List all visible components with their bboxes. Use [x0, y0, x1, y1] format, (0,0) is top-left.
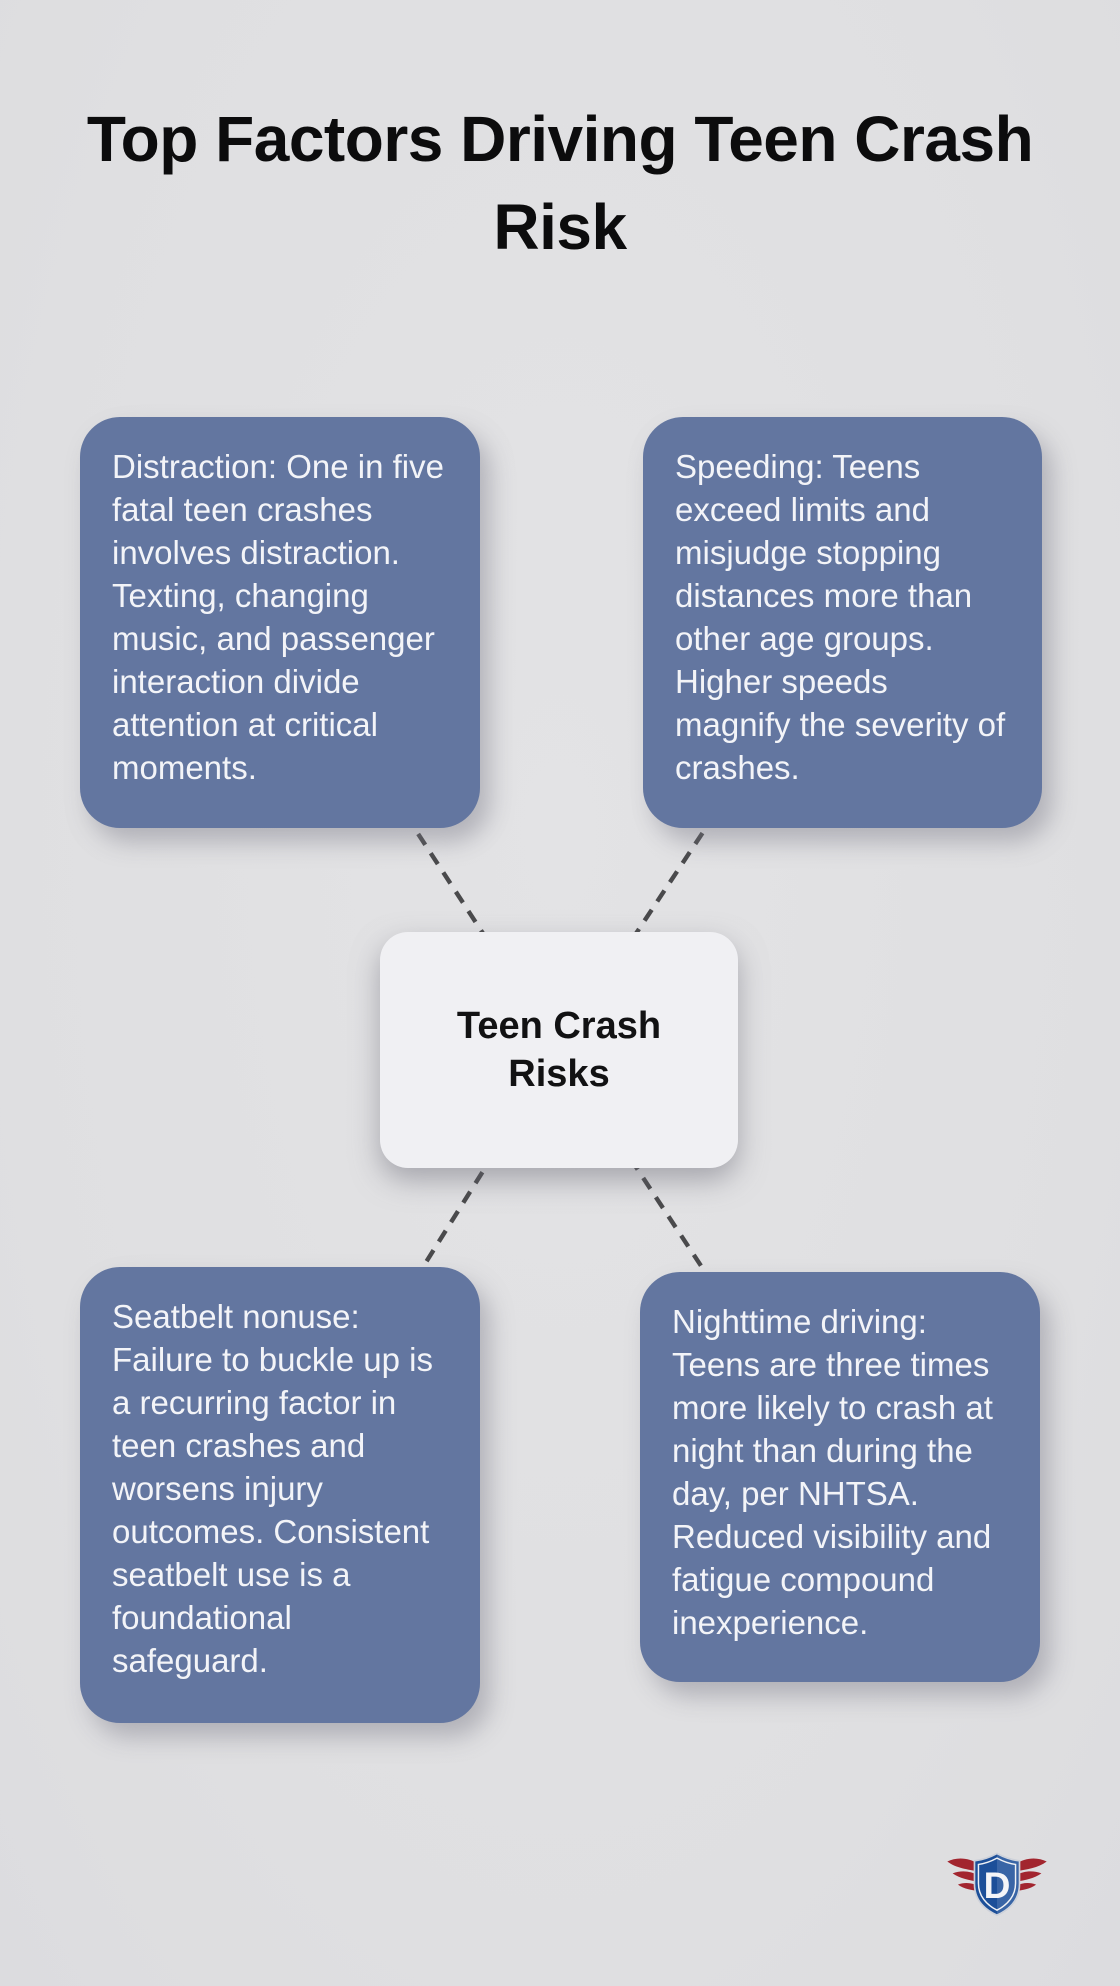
central-node: Teen Crash Risks	[380, 932, 738, 1168]
logo-right-wing-icon	[1015, 1858, 1047, 1892]
brand-logo: D	[947, 1852, 1047, 1917]
factor-text-speeding: Speeding: Teens exceed limits and misjud…	[675, 448, 1006, 786]
connector-top-right	[557, 620, 844, 1052]
factor-text-seatbelt-nonuse: Seatbelt nonuse: Failure to buckle up is…	[112, 1298, 433, 1679]
central-node-label: Teen Crash Risks	[456, 1005, 662, 1095]
factor-card-speeding: Speeding: Teens exceed limits and misjud…	[643, 417, 1042, 828]
logo-left-wing-icon	[947, 1858, 979, 1892]
factor-text-nighttime-driving: Nighttime driving: Teens are three times…	[672, 1303, 993, 1641]
logo-letter: D	[984, 1864, 1011, 1906]
factor-card-nighttime-driving: Nighttime driving: Teens are three times…	[640, 1272, 1040, 1682]
logo-shield-icon: D	[973, 1852, 1021, 1917]
factor-text-distraction: Distraction: One in five fatal teen cras…	[112, 448, 444, 786]
factor-card-distraction: Distraction: One in five fatal teen cras…	[80, 417, 480, 828]
page-title: Top Factors Driving Teen Crash Risk	[86, 103, 1034, 263]
factor-card-seatbelt-nonuse: Seatbelt nonuse: Failure to buckle up is…	[80, 1267, 480, 1723]
